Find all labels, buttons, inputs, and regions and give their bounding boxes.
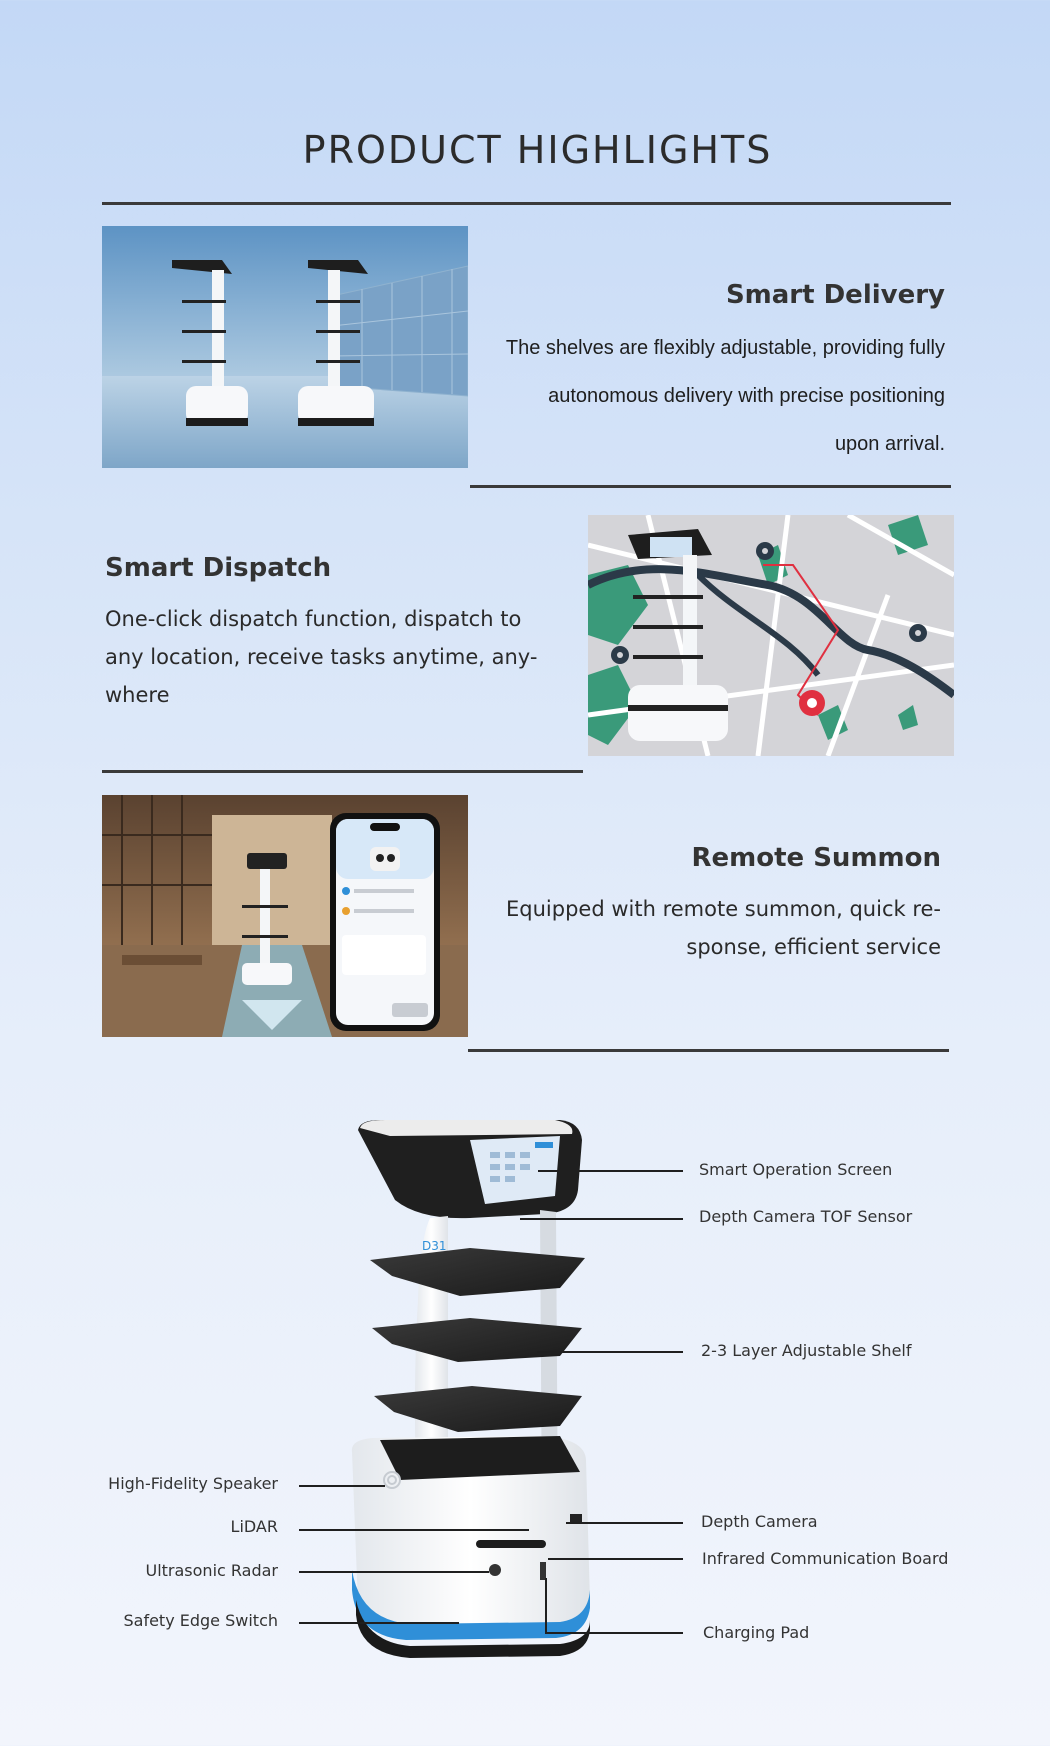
smart-delivery-description: The shelves are flexibly adjustable, pro… bbox=[470, 324, 945, 468]
connector-line bbox=[520, 1218, 683, 1220]
section-divider bbox=[470, 485, 951, 488]
robot-badge: D31 bbox=[422, 1239, 447, 1253]
remote-summon-image bbox=[102, 795, 468, 1037]
connector-line bbox=[545, 1578, 547, 1634]
label-infrared-communication-board: Infrared Communication Board bbox=[702, 1549, 949, 1568]
label-adjustable-shelf: 2-3 Layer Adjustable Shelf bbox=[701, 1341, 912, 1360]
connector-line bbox=[538, 1170, 683, 1172]
label-smart-operation-screen: Smart Operation Screen bbox=[699, 1160, 893, 1179]
smart-delivery-image bbox=[102, 226, 468, 468]
remote-summon-heading: Remote Summon bbox=[691, 843, 941, 873]
connector-line bbox=[299, 1571, 489, 1573]
title-divider bbox=[102, 202, 951, 205]
description-line: upon arrival. bbox=[834, 433, 945, 455]
label-ultrasonic-radar: Ultrasonic Radar bbox=[145, 1561, 278, 1580]
connector-line bbox=[537, 1351, 683, 1353]
connector-line bbox=[566, 1522, 683, 1524]
connector-line bbox=[299, 1485, 385, 1487]
smart-dispatch-description: One-click dispatch function, dispatch to… bbox=[105, 600, 565, 714]
description-line: One-click dispatch function, dispatch to bbox=[105, 607, 522, 631]
connector-line bbox=[299, 1529, 529, 1531]
robot-diagram: D31 Smart Operation Screen Depth Camera … bbox=[0, 1100, 1050, 1660]
description-line: any location, receive tasks anytime, any… bbox=[105, 645, 538, 669]
description-line: The shelves are flexibly adjustable, pro… bbox=[505, 337, 945, 359]
connector-line bbox=[545, 1632, 683, 1634]
remote-summon-description: Equipped with remote summon, quick re- s… bbox=[470, 890, 941, 966]
connector-line bbox=[299, 1622, 459, 1624]
section-divider bbox=[468, 1049, 949, 1052]
smart-dispatch-heading: Smart Dispatch bbox=[105, 553, 332, 583]
page-title: PRODUCT HIGHLIGHTS bbox=[302, 128, 773, 172]
label-lidar: LiDAR bbox=[230, 1517, 278, 1536]
description-line: Equipped with remote summon, quick re- bbox=[506, 897, 941, 921]
smart-dispatch-map-image bbox=[588, 515, 954, 756]
label-charging-pad: Charging Pad bbox=[703, 1623, 810, 1642]
section-divider bbox=[102, 770, 583, 773]
label-depth-camera: Depth Camera bbox=[701, 1512, 818, 1531]
label-depth-camera-tof-sensor: Depth Camera TOF Sensor bbox=[699, 1207, 913, 1226]
description-line: sponse, efficient service bbox=[686, 935, 941, 959]
label-high-fidelity-speaker: High-Fidelity Speaker bbox=[108, 1474, 278, 1493]
label-safety-edge-switch: Safety Edge Switch bbox=[123, 1611, 278, 1630]
smart-delivery-heading: Smart Delivery bbox=[725, 280, 945, 310]
description-line: autonomous delivery with precise positio… bbox=[548, 385, 945, 407]
description-line: where bbox=[105, 683, 170, 707]
connector-line bbox=[548, 1558, 683, 1560]
